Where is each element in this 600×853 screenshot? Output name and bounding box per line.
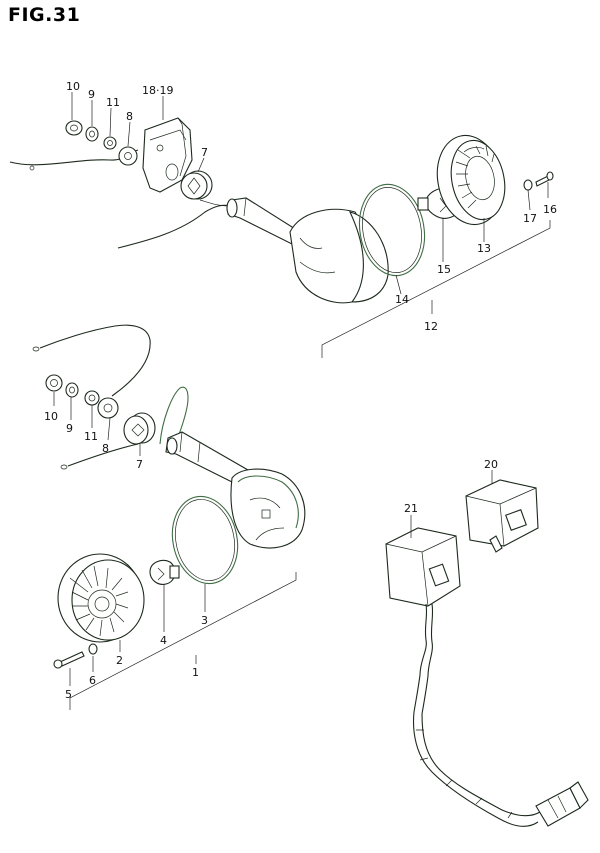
gasket-14 [358, 183, 426, 277]
callout-11-lower: 11 [84, 430, 98, 443]
washer-9-lower [65, 382, 79, 398]
screw-5 [53, 651, 85, 669]
wire-terminal-lower [32, 346, 40, 352]
callout-13: 13 [477, 242, 491, 255]
callout-1: 1 [192, 666, 199, 679]
nut-10-upper [65, 120, 83, 136]
callout-labels: 10 9 11 8 18·19 7 14 15 13 17 16 12 10 9… [44, 80, 557, 701]
callout-7-lower: 7 [136, 458, 143, 471]
wire-lead-lower [39, 324, 151, 397]
callout-9-lower: 9 [66, 422, 73, 435]
lens-2 [57, 553, 145, 643]
leaders-lower [53, 392, 297, 710]
washer-9-upper [85, 126, 99, 142]
stem-upper [226, 197, 301, 247]
grommet-7-upper [180, 170, 213, 200]
callout-10-lower: 10 [44, 410, 58, 423]
wire-stem-lower [67, 443, 139, 467]
washer-6 [88, 643, 98, 655]
lens-13 [436, 134, 506, 226]
washer-17 [523, 179, 533, 191]
terminal-11-upper [103, 136, 117, 150]
wire-harness [413, 603, 589, 827]
screw-16 [535, 171, 554, 187]
callout-15: 15 [437, 263, 451, 276]
callout-10-upper: 10 [66, 80, 80, 93]
bulb-4 [149, 559, 180, 585]
housing-lower [230, 468, 306, 549]
callout-17: 17 [523, 212, 537, 225]
nut-10-lower [45, 374, 63, 392]
callout-21: 21 [404, 502, 418, 515]
callout-20: 20 [484, 458, 498, 471]
callout-12: 12 [424, 320, 438, 333]
terminal-11-lower [84, 390, 100, 406]
callout-18-19: 18·19 [142, 84, 174, 97]
callout-8-upper: 8 [126, 110, 133, 123]
callout-8-lower: 8 [102, 442, 109, 455]
callout-11-upper: 11 [106, 96, 120, 109]
housing-upper [289, 208, 389, 304]
figure-title: FIG.31 [8, 4, 81, 26]
callout-2: 2 [116, 654, 123, 667]
callout-14: 14 [395, 293, 409, 306]
wire-terminal [29, 165, 35, 171]
relay-20 [465, 479, 539, 553]
callout-3: 3 [201, 614, 208, 627]
callout-6: 6 [89, 674, 96, 687]
washer-8-lower [97, 397, 119, 419]
callout-9-upper: 9 [88, 88, 95, 101]
gasket-3 [171, 495, 239, 585]
unit-21 [385, 527, 461, 607]
leaders-relay [410, 470, 493, 538]
callout-4: 4 [160, 634, 167, 647]
washer-8-upper [118, 146, 138, 166]
leaders-upper [71, 92, 551, 358]
callout-16: 16 [543, 203, 557, 216]
wire-stem-upper [117, 204, 233, 249]
grommet-7-lower [123, 412, 156, 445]
callout-7-upper: 7 [201, 146, 208, 159]
callout-5: 5 [65, 688, 72, 701]
